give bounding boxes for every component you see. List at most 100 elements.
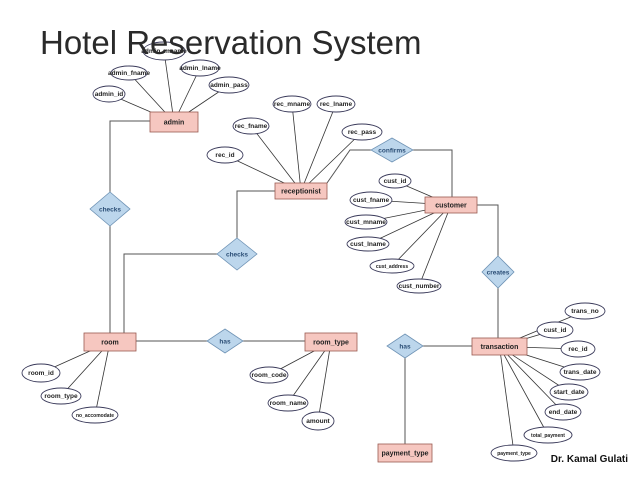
entity-label: room <box>101 340 119 347</box>
attribute-label: end_date <box>549 409 578 416</box>
attribute-label: room_name <box>270 400 307 407</box>
attribute-label: admin_id <box>95 91 124 98</box>
entity-admin[interactable]: admin <box>149 111 199 133</box>
attribute-ellipse <box>249 366 289 384</box>
attribute-links <box>40 50 586 454</box>
attribute-label: room_type <box>44 393 78 400</box>
attribute-start-date[interactable]: start_date <box>549 383 589 401</box>
attribute-link <box>499 346 564 413</box>
attribute-cust-lname[interactable]: cust_lname <box>346 236 390 252</box>
attribute-ellipse <box>206 146 244 164</box>
relationship-confirms[interactable]: confirms <box>370 137 414 163</box>
confirms-customer-link <box>413 149 453 197</box>
attribute-ellipse <box>208 76 250 94</box>
attribute-link <box>300 103 337 192</box>
attribute-label: cust_number <box>399 283 440 290</box>
attribute-ellipse <box>559 363 601 381</box>
attribute-cust-number[interactable]: cust_number <box>396 278 442 294</box>
relationship-has-pay[interactable]: has <box>386 333 424 359</box>
relationship-label: checks <box>99 206 121 213</box>
attribute-rec-lname[interactable]: rec_lname <box>316 95 356 113</box>
relationship-diamond <box>89 191 131 227</box>
relationship-label: has <box>219 338 231 345</box>
relationship-has-room[interactable]: has <box>206 328 244 354</box>
checks-room-link-2 <box>123 253 217 333</box>
attribute-trans-no[interactable]: trans_no <box>564 302 606 320</box>
attribute-ellipse <box>396 278 442 294</box>
attribute-label: admin_lname <box>179 65 221 72</box>
attribute-rec-id[interactable]: rec_id <box>206 146 244 164</box>
attribute-ellipse <box>301 411 335 431</box>
entity-room[interactable]: room <box>83 332 137 352</box>
attribute-ellipse <box>341 123 383 141</box>
attribute-admin-pass[interactable]: admin_pass <box>208 76 250 94</box>
attribute-link <box>300 131 363 192</box>
attribute-t-rec-id[interactable]: rec_id <box>560 340 596 358</box>
attribute-ellipse <box>40 387 82 405</box>
attribute-cust-mname[interactable]: cust_mname <box>344 214 388 230</box>
attribute-room-type-attr[interactable]: room_type <box>40 387 82 405</box>
relationship-creates[interactable]: creates <box>481 255 515 289</box>
attribute-total-payment[interactable]: total_payment <box>523 426 573 444</box>
attribute-cust-address[interactable]: cust_address <box>369 258 415 274</box>
attribute-rec-pass[interactable]: rec_pass <box>341 123 383 141</box>
attribute-label: room_code <box>251 372 286 379</box>
attribute-rec-fname[interactable]: rec_fname <box>232 117 270 135</box>
attribute-label: cust_id <box>384 178 407 185</box>
attribute-label: rec_fname <box>235 123 268 130</box>
attribute-ellipse <box>316 95 356 113</box>
entity-box <box>424 196 478 214</box>
attribute-label: cust_id <box>544 327 567 334</box>
attribute-label: cust_mname <box>346 219 386 226</box>
attribute-label: room_id <box>28 370 54 377</box>
relationship-diamond <box>481 255 515 289</box>
attribute-admin-fname[interactable]: admin_fname <box>108 65 150 81</box>
attribute-label: payment_type <box>497 451 531 457</box>
attribute-admin-mname[interactable]: admin_mname <box>141 41 187 61</box>
attribute-room-code[interactable]: room_code <box>249 366 289 384</box>
attribute-label: admin_fname <box>108 70 150 77</box>
entity-customer[interactable]: customer <box>424 196 478 214</box>
attribute-ellipse <box>549 383 589 401</box>
attribute-ellipse <box>544 403 582 421</box>
attribute-ellipse <box>142 41 186 61</box>
attribute-trans-date[interactable]: trans_date <box>559 363 601 381</box>
relationship-checks-recep[interactable]: checks <box>216 237 258 271</box>
recep-confirms-link <box>326 149 371 184</box>
attribute-cust-id[interactable]: cust_id <box>378 173 412 189</box>
attribute-label: cust_lname <box>350 241 386 248</box>
attribute-t-cust-id[interactable]: cust_id <box>536 321 574 339</box>
attribute-cust-fname[interactable]: cust_fname <box>349 191 393 209</box>
attribute-link <box>499 346 515 454</box>
entity-transaction[interactable]: transaction <box>471 337 528 356</box>
attribute-t-payment-type[interactable]: payment_type <box>490 444 538 462</box>
entity-label: payment_type <box>381 451 428 458</box>
attribute-link <box>418 204 452 287</box>
attribute-amount[interactable]: amount <box>301 411 335 431</box>
entity-box <box>83 332 137 352</box>
attribute-ellipse <box>180 59 220 77</box>
relationship-label: checks <box>226 251 248 258</box>
attribute-ellipse <box>21 363 61 383</box>
entity-label: customer <box>435 203 467 210</box>
attribute-end-date[interactable]: end_date <box>544 403 582 421</box>
attribute-label: admin_mname <box>141 48 187 55</box>
attribute-admin-id[interactable]: admin_id <box>92 85 126 103</box>
entity-receptionist[interactable]: receptionist <box>274 182 328 200</box>
attribute-ellipse <box>267 394 309 412</box>
relationship-checks-admin[interactable]: checks <box>89 191 131 227</box>
attribute-room-id[interactable]: room_id <box>21 363 61 383</box>
entity-room-type[interactable]: room_type <box>304 332 358 352</box>
attribute-link <box>291 103 302 192</box>
attribute-room-name[interactable]: room_name <box>267 394 309 412</box>
attribute-admin-lname[interactable]: admin_lname <box>179 59 221 77</box>
attribute-link <box>94 341 111 416</box>
attribute-label: cust_fname <box>353 197 390 204</box>
attribute-ellipse <box>564 302 606 320</box>
attribute-ellipse <box>560 340 596 358</box>
attribute-no-accomodate[interactable]: no_accomodate <box>71 406 119 424</box>
entity-payment-type[interactable]: payment_type <box>377 443 433 463</box>
attribute-rec-mname[interactable]: rec_mname <box>272 95 312 113</box>
attribute-label: amount <box>306 418 330 425</box>
